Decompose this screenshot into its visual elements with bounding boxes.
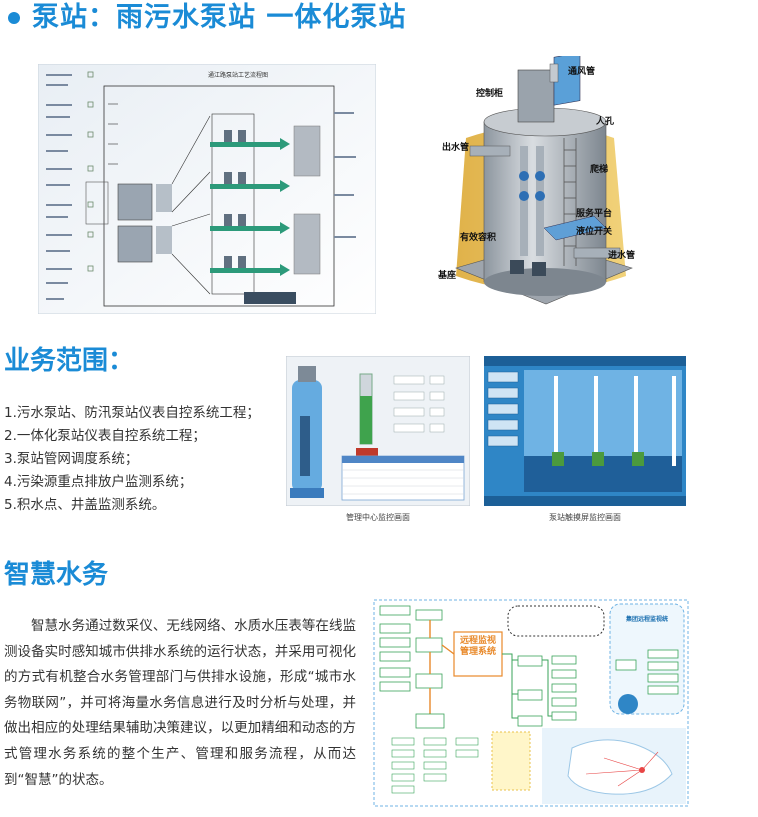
touchscreen-caption: 泵站触摸屏监控画面: [549, 513, 621, 522]
list-item: 4.污染源重点排放户监测系统；: [4, 474, 193, 490]
label-base: 基座: [438, 271, 457, 281]
smart-water-paragraph: 智慧水务通过数采仪、无线网络、水质水压表等在线监测设备实时感知城市供排水系统的运…: [4, 618, 356, 788]
label-outlet-pipe: 出水管: [442, 143, 470, 153]
title-bullet-icon: [8, 12, 20, 24]
management-center-screenshot: 管理中心监控画面: [285, 355, 471, 522]
label-control-cabinet: 控制柜: [476, 89, 504, 99]
process-flow-diagram: 通江路泵站工艺流程图: [37, 63, 377, 315]
label-effective-volume: 有效容积: [460, 233, 497, 243]
business-scope-title: 业务范围：: [4, 346, 135, 376]
svg-text:通江路泵站工艺流程图: 通江路泵站工艺流程图: [208, 71, 268, 79]
business-scope-list: 1.污水泵站、防汛泵站仪表自控系统工程； 2.一体化泵站仪表自控系统工程； 3.…: [4, 402, 260, 517]
smart-water-diagram: 远程监视管理系统 集团远程监视统: [372, 598, 690, 808]
list-item: 1.污水泵站、防汛泵站仪表自控系统工程；: [4, 405, 260, 421]
label-ladder: 爬梯: [590, 165, 609, 175]
label-vent-pipe: 通风管: [568, 67, 596, 77]
smart-water-title: 智慧水务: [4, 560, 109, 590]
group-remote-label: 集团远程监视统: [625, 616, 668, 623]
label-inlet-pipe: 进水管: [608, 251, 636, 261]
label-service-platform: 服务平台: [576, 209, 613, 219]
page-title: 泵站：雨污水泵站 一体化泵站: [32, 2, 407, 33]
list-item: 5.积水点、井盖监测系统。: [4, 497, 166, 513]
list-item: 3.泵站管网调度系统；: [4, 451, 139, 467]
list-item: 2.一体化泵站仪表自控系统工程；: [4, 428, 206, 444]
remote-system-label: 远程监视管理系统: [459, 636, 496, 657]
management-center-caption: 管理中心监控画面: [346, 513, 410, 522]
label-manhole: 人孔: [596, 117, 615, 127]
label-level-switch: 液位开关: [576, 227, 613, 237]
touchscreen-screenshot: 泵站触摸屏监控画面: [484, 356, 686, 522]
pump-station-illustration: 通风管 控制柜 人孔 出水管 爬梯 服务平台 液位开关 有效容积 进水管 基座: [436, 52, 646, 312]
